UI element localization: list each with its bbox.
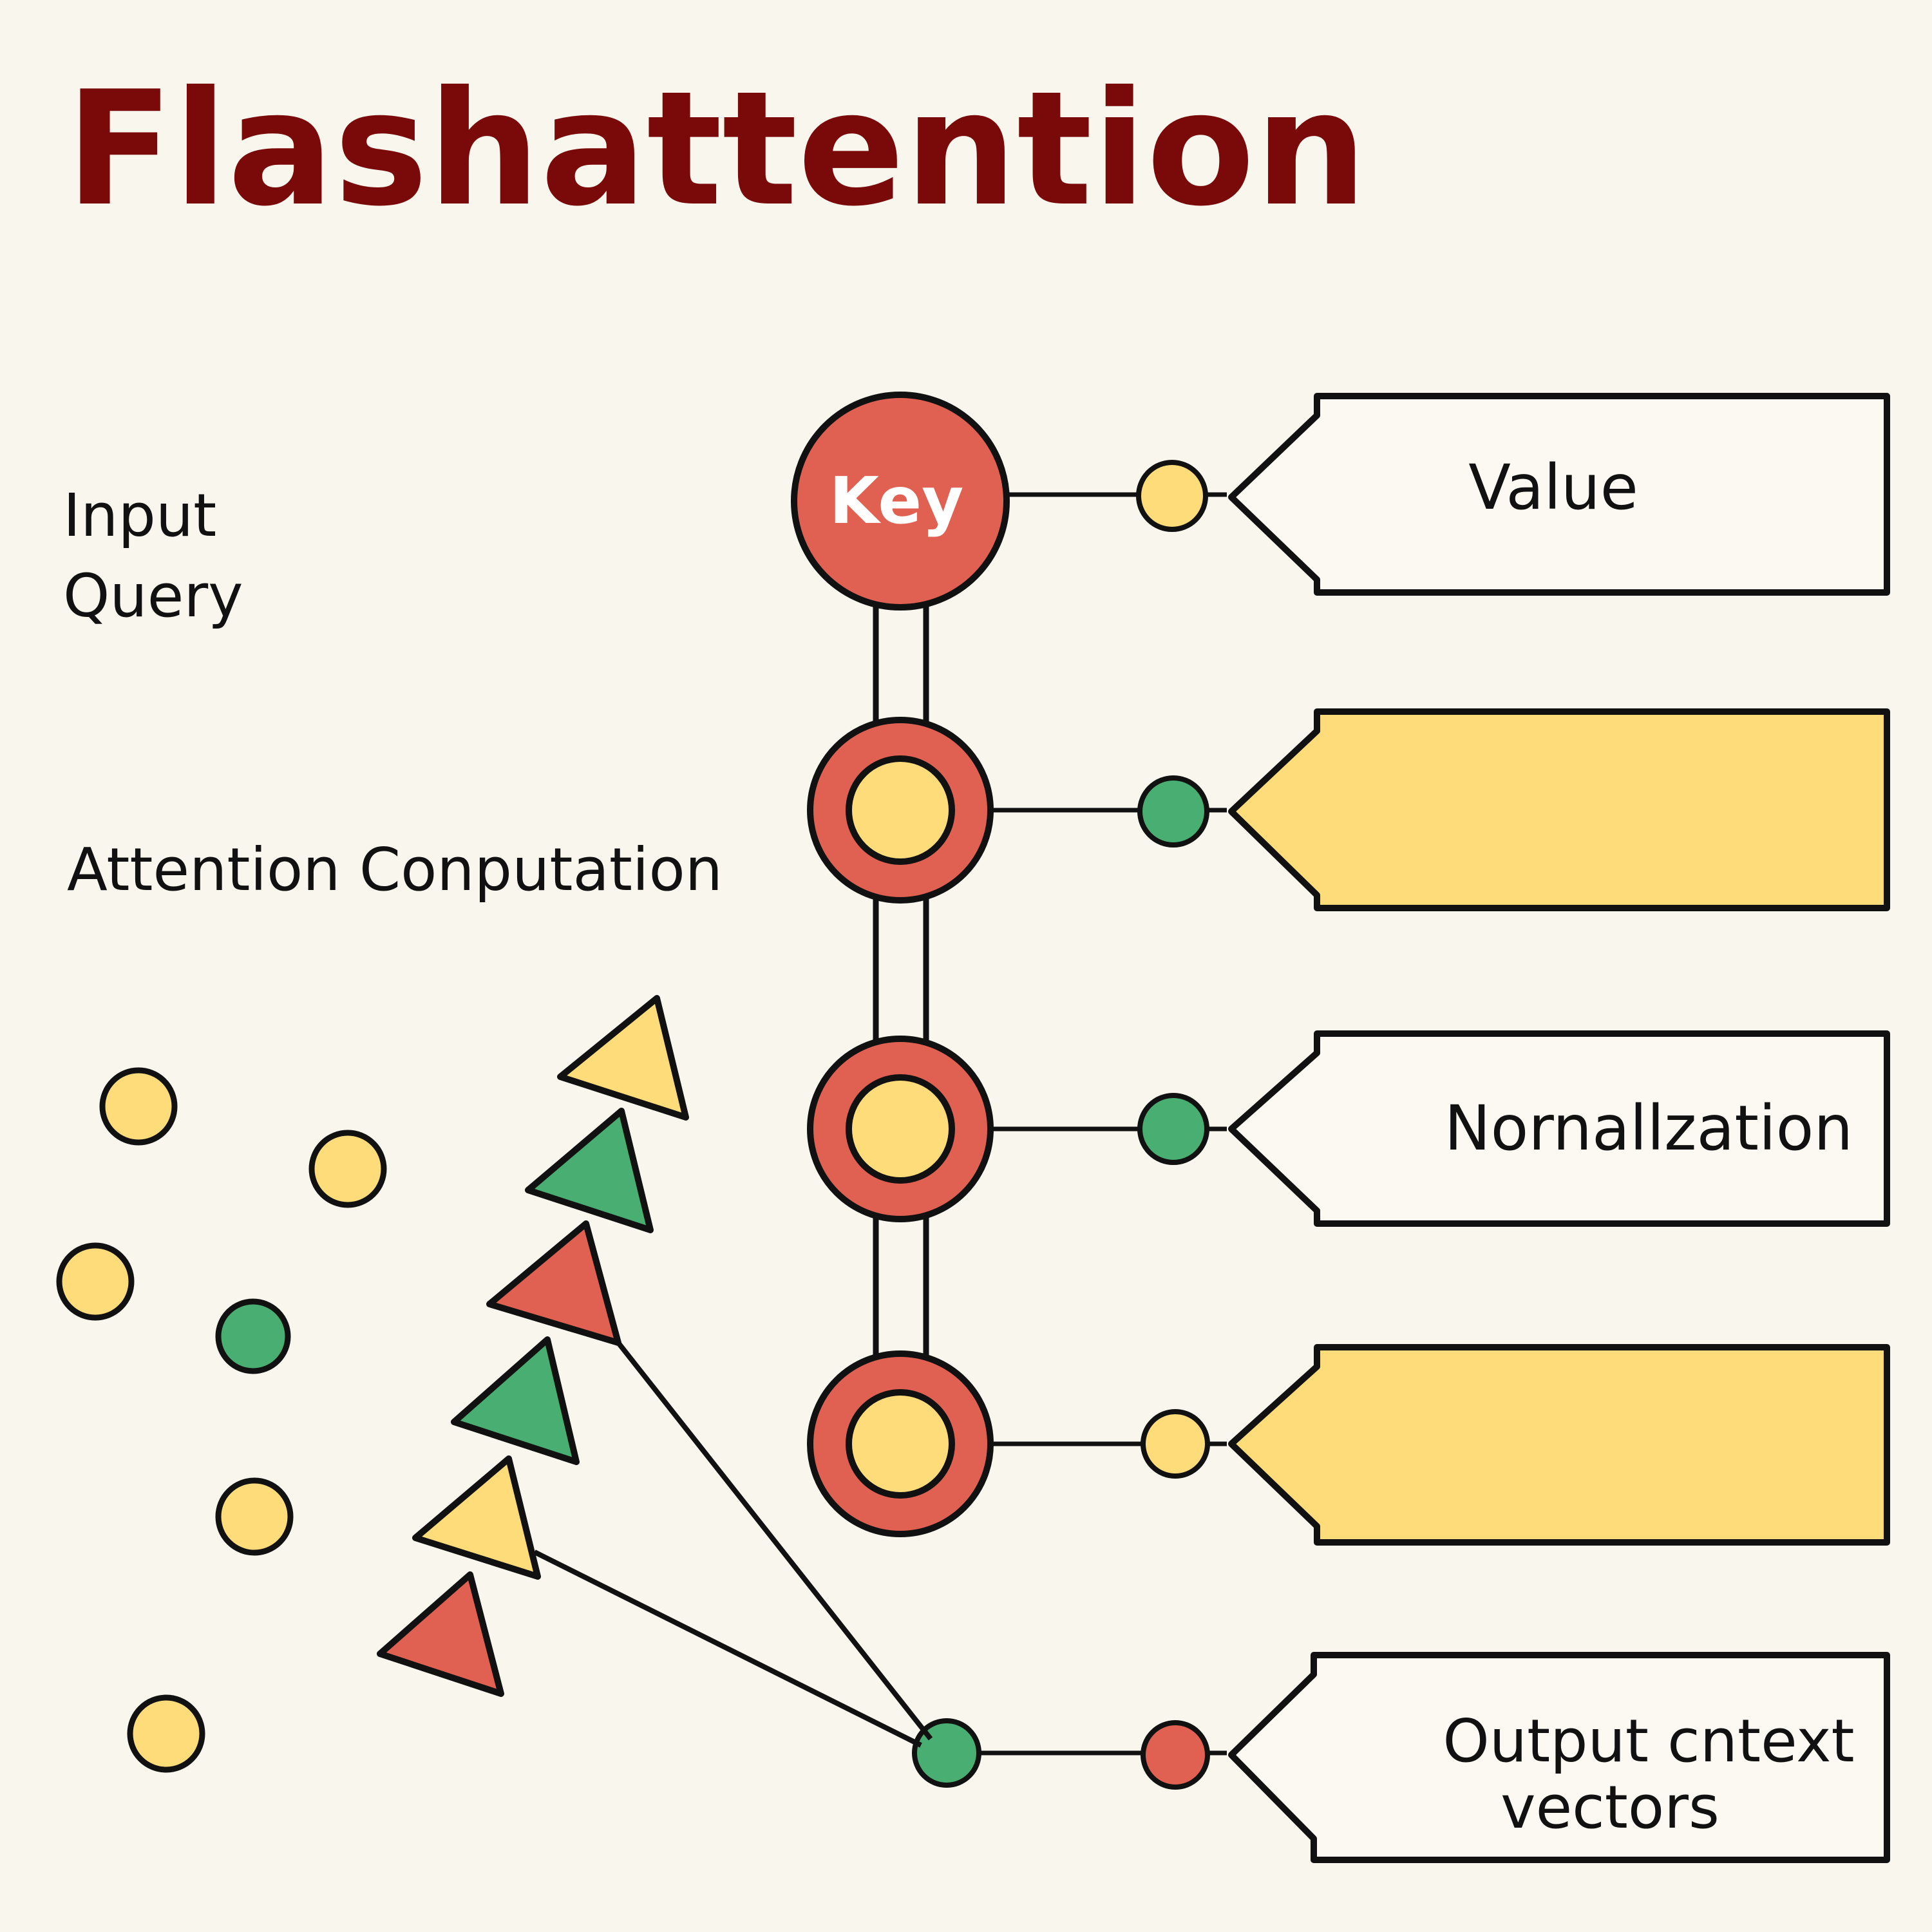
connector-dot-normalization — [1137, 1093, 1209, 1165]
scatter-dot-yellow-4 — [215, 1477, 294, 1556]
triangle-red-2 — [377, 1571, 504, 1697]
ring-node-2 — [807, 1036, 994, 1222]
attention-computation-label: Attention Conputation — [67, 835, 723, 904]
normalization-label: Nornallzation — [1444, 1092, 1853, 1164]
yellow-box-1 — [1228, 708, 1890, 911]
connector-dot-row4 — [1141, 1409, 1210, 1479]
scatter-dot-yellow-2 — [308, 1130, 387, 1208]
value-box: Value — [1228, 393, 1890, 596]
normalization-box: Nornallzation — [1228, 1030, 1890, 1227]
triangle-red-1 — [486, 1220, 621, 1346]
triangle-green-2 — [451, 1336, 580, 1465]
scatter-dot-green-1 — [215, 1298, 291, 1374]
query-label: Query — [63, 562, 243, 630]
scatter-dot-yellow-3 — [56, 1242, 135, 1321]
connector-dot-value — [1136, 460, 1208, 532]
scatter-dot-yellow-5 — [127, 1694, 205, 1773]
key-node: Key — [791, 392, 1010, 611]
output-label-line2: vectors — [1501, 1773, 1719, 1842]
triangle-yellow-1 — [557, 995, 689, 1121]
triangle-green-1 — [525, 1108, 654, 1233]
key-label: Key — [829, 463, 964, 538]
connector-dot-output — [1141, 1720, 1210, 1790]
connector-dot-row2 — [1137, 775, 1209, 848]
ring-node-1 — [807, 717, 994, 904]
merge-lines — [533, 1341, 933, 1748]
output-box: Output cntext vectors — [1228, 1652, 1890, 1863]
spine-connector — [873, 592, 929, 1359]
row-connectors — [947, 492, 1227, 1756]
value-label: Value — [1468, 451, 1638, 524]
triangle-yellow-2 — [412, 1455, 541, 1580]
ring-node-3 — [807, 1350, 994, 1537]
scatter-dot-yellow-1 — [99, 1067, 178, 1146]
output-label-line1: Output cntext — [1443, 1707, 1854, 1776]
input-label: Input — [63, 481, 216, 550]
diagram-title: Flashattention — [66, 57, 1367, 241]
yellow-box-2 — [1228, 1344, 1890, 1546]
